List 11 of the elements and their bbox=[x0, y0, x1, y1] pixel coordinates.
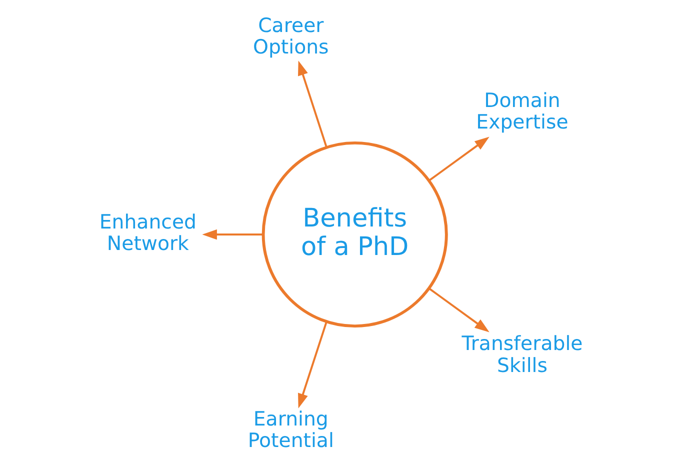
arrow bbox=[298, 60, 327, 148]
node-text: Enhanced Network bbox=[98, 210, 196, 256]
arrow bbox=[202, 229, 262, 240]
arrow bbox=[298, 322, 327, 408]
node-text: Domain Expertise bbox=[476, 88, 568, 134]
node-text: Earning Potential bbox=[247, 407, 334, 452]
arrow bbox=[428, 288, 489, 332]
arrow bbox=[428, 136, 489, 182]
node-text: Career Options bbox=[252, 14, 328, 58]
node-text: Transferable Skills bbox=[461, 332, 582, 377]
node-circle: Benefits of a PhD bbox=[261, 141, 448, 328]
